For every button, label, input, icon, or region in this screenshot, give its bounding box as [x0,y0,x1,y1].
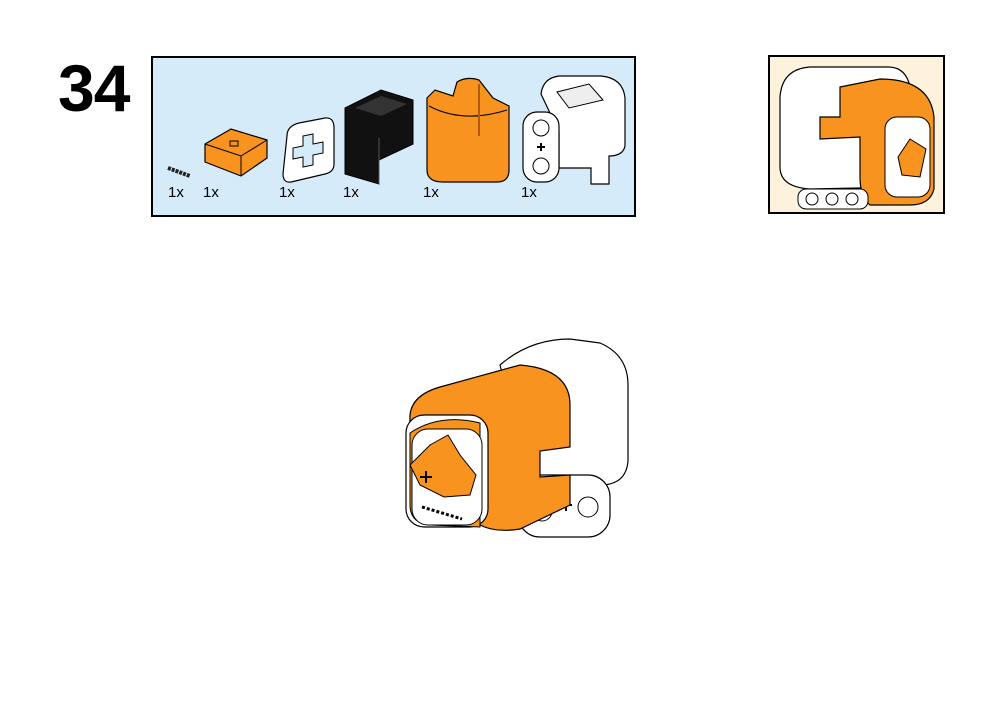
white-sensor-housing-image [522,75,626,185]
black-bracket-image [344,89,414,185]
cable-piece-image [167,166,191,178]
part-quantity: 1x [423,184,439,201]
orange-housing-shell-image [426,77,510,183]
assembly-preview-thumbnail [768,55,945,214]
part-quantity: 1x [203,184,219,201]
parts-list-box: 1x 1x 1x 1x 1x 1x [151,56,636,217]
step-number: 34 [58,51,130,125]
part-quantity: 1x [168,184,184,201]
part-quantity: 1x [521,184,537,201]
assembled-sensor-model [400,335,640,550]
orange-button-cap-image [204,128,268,177]
sensor-preview-image [779,66,935,210]
part-quantity: 1x [279,184,295,201]
part-quantity: 1x [343,184,359,201]
assembled-sensor-image [405,338,629,538]
white-cross-plate-image [282,117,335,183]
